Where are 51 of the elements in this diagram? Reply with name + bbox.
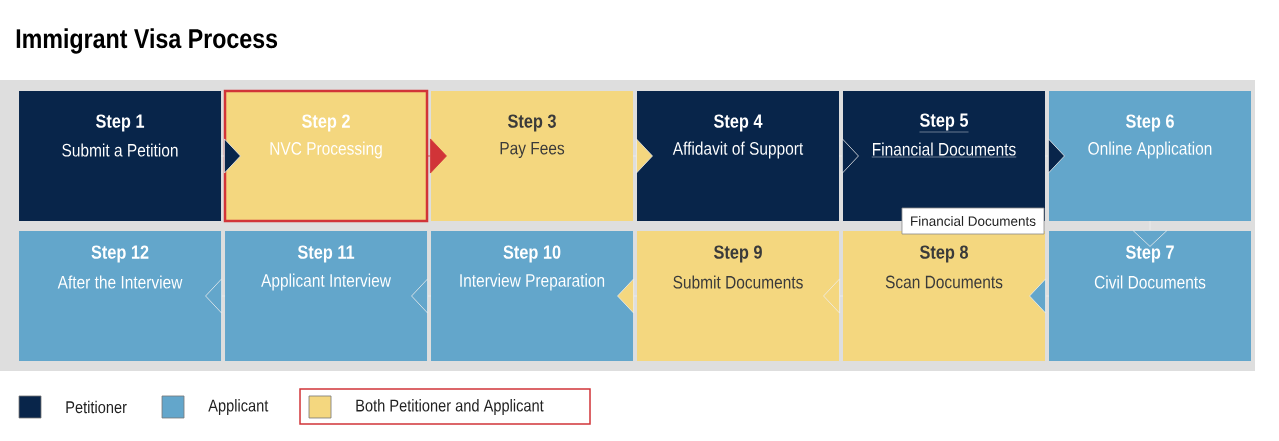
- legend-label: Applicant: [208, 399, 269, 415]
- chevron: [823, 278, 844, 314]
- chevron: [205, 278, 226, 314]
- tooltip: Financial Documents: [901, 207, 1045, 235]
- step-title: NVC Processing: [270, 141, 382, 159]
- step-number: Step 10: [503, 245, 561, 263]
- step-title: Affidavit of Support: [672, 141, 804, 159]
- title: Immigrant Visa Process: [16, 28, 278, 54]
- step-box: [637, 231, 839, 361]
- step-box: [1049, 91, 1251, 221]
- step-number: Step 8: [919, 245, 968, 263]
- step-title: Online Application: [1088, 141, 1212, 159]
- step-number: Step 7: [1125, 245, 1174, 263]
- step-number: Step 2: [301, 114, 350, 132]
- step-box: [19, 231, 221, 361]
- chevron: [1044, 138, 1065, 174]
- step-title: Submit a Petition: [62, 143, 178, 157]
- legend-label: Both Petitioner and Applicant: [356, 399, 544, 415]
- chevron: [1029, 278, 1050, 314]
- chevron: [838, 138, 859, 174]
- step-title: Interview Preparation: [460, 273, 605, 291]
- chevron: [617, 278, 638, 314]
- step-title: Submit Documents: [673, 275, 803, 289]
- step-box: [19, 91, 221, 221]
- step-box: [1049, 231, 1251, 361]
- step-box: [637, 91, 839, 221]
- legend-label: Petitioner: [66, 400, 127, 414]
- step-title: Pay Fees: [500, 141, 565, 159]
- step-title: After the Interview: [57, 275, 183, 289]
- step-box: [431, 91, 633, 221]
- step-title: Civil Documents: [1094, 275, 1206, 289]
- chevron: [426, 138, 447, 174]
- step-title: Financial Documents: [871, 142, 1017, 158]
- chevron: [632, 138, 653, 174]
- step-number: Step 6: [1125, 114, 1174, 132]
- step-number: Step 11: [297, 245, 355, 263]
- step-number: Step 4: [713, 114, 763, 132]
- step-box: [843, 231, 1045, 361]
- chevron: [1132, 220, 1168, 247]
- step-number: Step 1: [95, 114, 145, 132]
- step-box: [431, 231, 633, 361]
- step-title: Applicant Interview: [261, 273, 391, 291]
- step-box: [223, 89, 429, 223]
- step-number: Step 5: [919, 113, 969, 133]
- step-number: Step 9: [713, 245, 762, 263]
- step-title: Scan Documents: [885, 275, 1003, 289]
- step-number: Step 12: [91, 245, 149, 263]
- step-number: Step 3: [507, 114, 556, 132]
- chevron: [411, 278, 432, 314]
- chevron: [220, 138, 241, 174]
- step-box: [225, 231, 427, 361]
